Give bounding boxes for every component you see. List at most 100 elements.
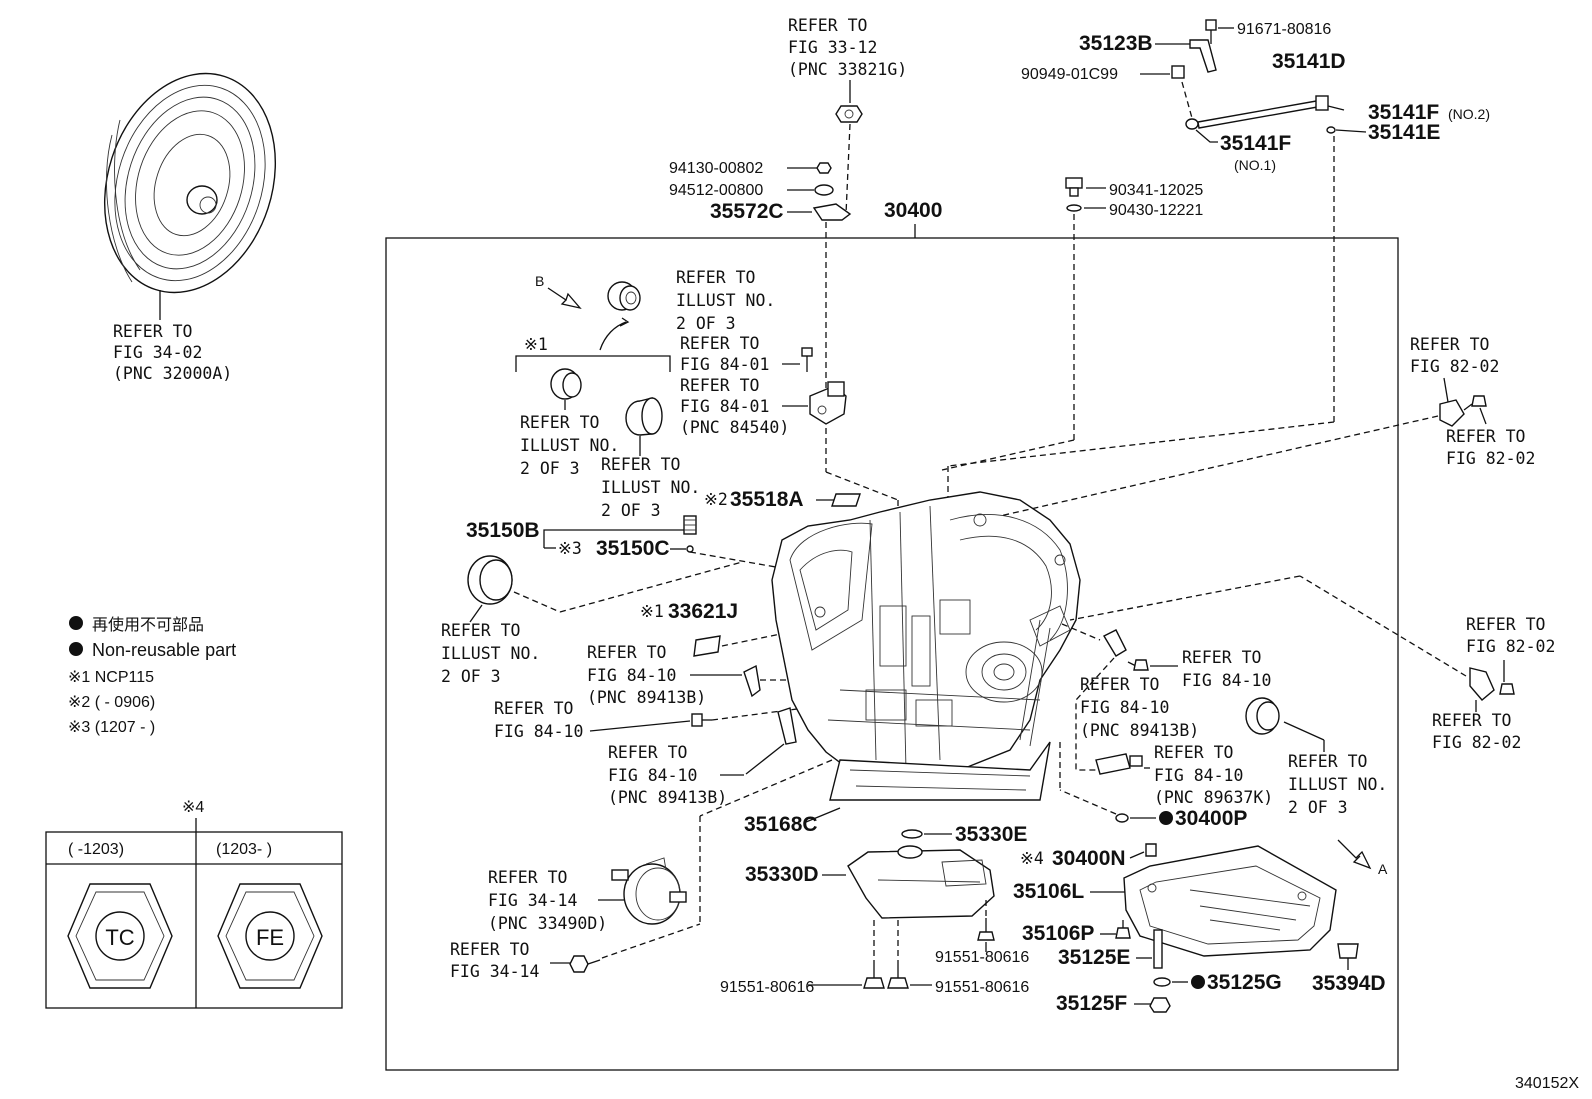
variant-table: [45, 831, 343, 1009]
bolt-sensor-c: [1133, 659, 1149, 671]
variant-col2-header: (1203- ): [216, 841, 272, 858]
sensor-89637K: [1095, 753, 1143, 775]
stud-35125E: [1153, 929, 1163, 969]
legend-note-2: ※2 ( - 0906): [68, 694, 155, 711]
bolt-82-02-a: [1471, 395, 1487, 407]
oil-pan: [1123, 845, 1337, 957]
cap-82-02: [1439, 399, 1465, 427]
sensor-89413B-b: [777, 707, 797, 745]
oil-seal-large: [467, 555, 513, 605]
bolt-sensor: [801, 347, 813, 372]
arrow-a-label: A: [1378, 861, 1388, 877]
ref-fig-82-02b: REFER TO FIG 82-02: [1446, 427, 1535, 468]
bearing-sleeve: [625, 397, 663, 436]
ref-fig-33-12: REFER TO FIG 33-12 (PNC 33821G): [788, 16, 907, 79]
pin-35141F-no1: [1185, 118, 1199, 130]
plug-fe-mark: FE: [256, 925, 284, 950]
variant-table-title: ※4: [182, 799, 204, 816]
oring-30400P: [1115, 813, 1129, 823]
label-91551-a: 91551-80616: [935, 949, 1029, 966]
bolt-34-14: [569, 955, 601, 973]
ball-35150C: [686, 545, 694, 553]
arrow-curve-icon: [599, 321, 627, 351]
arrow-a-icon: [1337, 839, 1372, 870]
legend-nonreusable-jp: 再使用不可部品: [92, 616, 204, 634]
note-no1: (NO.1): [1234, 157, 1276, 173]
nut-94130: [816, 162, 832, 174]
label-35123B: 35123B: [1079, 32, 1153, 55]
label-30400N: 30400N: [1052, 847, 1126, 870]
label-91551-c: 91551-80616: [935, 979, 1029, 996]
solenoid-33490D: [611, 857, 687, 925]
torque-converter: [103, 72, 277, 294]
bolt-91551-b: [863, 966, 885, 989]
bolt-82-02-b: [1499, 683, 1515, 695]
ref-fig-34-14b: REFER TO FIG 34-14: [450, 940, 539, 981]
bolt-91551-c: [887, 966, 909, 989]
label-35150B: 35150B: [466, 519, 540, 542]
label-35125E: 35125E: [1058, 946, 1130, 969]
mark-1-label: ※1: [640, 602, 664, 621]
ref-fig-84-10e: REFER TO FIG 84-10 (PNC 89413B): [1080, 675, 1199, 740]
label-35125G: 35125G: [1207, 971, 1282, 994]
ref-fig-84-01a: REFER TO FIG 84-01: [680, 334, 769, 374]
label-94512-00800: 94512-00800: [669, 182, 763, 199]
ref-fig-84-10b: REFER TO FIG 84-10: [494, 699, 583, 741]
label-35141F-no1: 35141F: [1220, 132, 1291, 155]
label-35141F-no2: 35141F: [1368, 101, 1439, 124]
legend-note-1: ※1 NCP115: [68, 669, 154, 686]
oil-seal-left: [550, 368, 582, 400]
label-35150C: 35150C: [596, 537, 670, 560]
label-90341-12025: 90341-12025: [1109, 182, 1203, 199]
seal-35141E: [1326, 126, 1336, 134]
mark-1-bracket: ※1: [524, 335, 548, 354]
plug-tc-icon: [67, 883, 173, 989]
plug-fe-icon: [217, 883, 323, 989]
label-94130-00802: 94130-00802: [669, 160, 763, 177]
bracket-35123B: [1189, 39, 1217, 73]
bracket-35572C: [812, 203, 852, 221]
gasket-35125G: [1153, 977, 1171, 987]
bracket-82-02: [1469, 667, 1495, 701]
label-33621J: 33621J: [668, 600, 738, 623]
legend-nonreusable-en: Non-reusable part: [92, 640, 236, 660]
ref-fig-34-02: REFER TO FIG 34-02 (PNC 32000A): [113, 322, 232, 383]
oil-seal-right: [1245, 697, 1280, 735]
legend-dot-en: [69, 642, 83, 656]
label-35141D: 35141D: [1272, 50, 1346, 73]
label-35330D: 35330D: [745, 863, 819, 886]
legend-note-3: ※3 (1207 - ): [68, 719, 155, 736]
oil-strainer: [847, 845, 995, 919]
oring-35330E: [901, 829, 923, 839]
ref-fig-84-10a: REFER TO FIG 84-10 (PNC 89413B): [587, 643, 706, 707]
ref-fig-34-14a: REFER TO FIG 34-14 (PNC 33490D): [488, 868, 607, 933]
bolt-35106P: [1115, 920, 1131, 939]
ref-fig-84-10f: REFER TO FIG 84-10 (PNC 89637K): [1154, 743, 1273, 807]
plate-33621J: [693, 635, 721, 657]
label-90949-01C99: 90949-01C99: [1021, 66, 1118, 83]
ref-fig-82-02a: REFER TO FIG 82-02: [1410, 335, 1499, 376]
diagram-id: 340152X: [1515, 1075, 1579, 1092]
mark-2: ※2: [704, 490, 728, 509]
ref-fig-84-10c: REFER TO FIG 84-10 (PNC 89413B): [608, 743, 727, 807]
assembly-frame: [385, 237, 1399, 1071]
ref-fig-84-10d: REFER TO FIG 84-10: [1182, 648, 1271, 690]
gasket-90430: [1066, 204, 1082, 212]
label-91671-80816: 91671-80816: [1237, 21, 1331, 38]
washer-94512: [814, 184, 834, 196]
plug-tc-mark: TC: [105, 925, 134, 950]
label-35330E: 35330E: [955, 823, 1027, 846]
sensor-89413B-c: [1103, 629, 1127, 657]
label-35141E: 35141E: [1368, 121, 1440, 144]
plug-30400N: [1145, 843, 1157, 857]
label-35572C: 35572C: [710, 200, 784, 223]
magnet-35394D: [1337, 943, 1359, 959]
label-35394D: 35394D: [1312, 972, 1386, 995]
label-30400P: 30400P: [1175, 807, 1247, 830]
variant-col1-header: ( -1203): [68, 841, 124, 858]
legend-dot-jp: [69, 616, 83, 630]
mark-3: ※3: [558, 539, 582, 558]
ref-illust-left: REFER TO ILLUST NO. 2 OF 3: [441, 621, 550, 686]
note-no2: (NO.2): [1448, 106, 1490, 122]
